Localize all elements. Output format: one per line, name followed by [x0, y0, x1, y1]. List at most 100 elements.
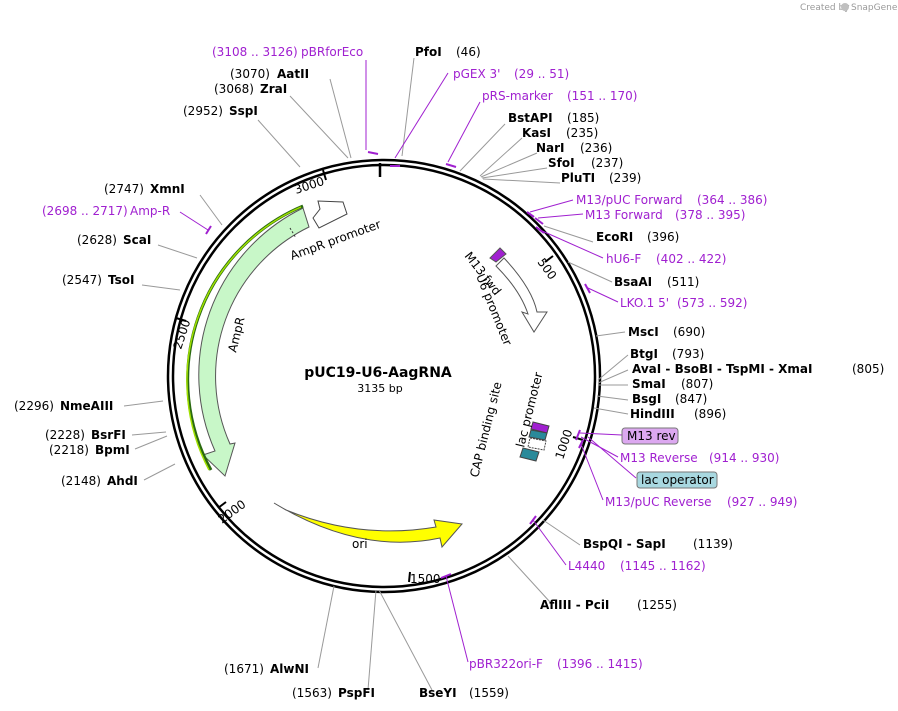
- primer-name: LKO.1 5': [620, 296, 669, 310]
- enzyme-position: (239): [609, 171, 641, 185]
- plasmid-name: pUC19-U6-AagRNA: [304, 365, 452, 381]
- lac-operator-box-bg: [636, 471, 718, 489]
- leader-lines: [123, 57, 637, 691]
- enzyme-position: (2228): [45, 428, 85, 442]
- enzyme-ecori[interactable]: EcoRI (396): [596, 230, 679, 244]
- enzyme-name: NarI: [536, 141, 565, 155]
- enzyme-sfoi[interactable]: SfoI (237): [548, 156, 623, 170]
- primer-name: Amp-R: [130, 204, 170, 218]
- enzyme-position: (807): [681, 377, 713, 391]
- feature-m13-rev-box[interactable]: M13 rev: [621, 427, 679, 445]
- primer-pbrforeco[interactable]: (3108 .. 3126) pBRforEco: [212, 45, 363, 59]
- primer-range: (1396 .. 1415): [557, 657, 643, 671]
- enzyme-kasi[interactable]: KasI (235): [522, 126, 598, 140]
- leader-bpmi: [134, 435, 168, 450]
- enzyme-position: (2747): [104, 182, 144, 196]
- primer-name: pBRforEco: [301, 45, 363, 59]
- enzyme-position: (896): [694, 407, 726, 421]
- enzyme-avai-group[interactable]: AvaI - BsoBI - TspMI - XmaI (805): [632, 362, 884, 376]
- enzyme-afliii-pcii[interactable]: AflIII - PciI (1255): [540, 598, 677, 612]
- leader-kasi: [479, 137, 523, 177]
- enzyme-pspfi[interactable]: (1563) PspFI: [292, 686, 375, 700]
- tick-3000: [322, 169, 327, 181]
- enzyme-xmni[interactable]: (2747) XmnI: [104, 182, 185, 196]
- enzyme-hindiii[interactable]: HindIII (896): [630, 407, 726, 421]
- ampr-arrow[interactable]: [198, 207, 310, 477]
- leader-hindiii: [593, 407, 629, 415]
- primer-m13-reverse[interactable]: M13 Reverse (914 .. 930): [620, 451, 779, 465]
- enzyme-zrai[interactable]: (3068) ZraI: [214, 82, 287, 96]
- enzyme-scai[interactable]: (2628) ScaI: [77, 233, 151, 247]
- enzyme-position: (2296): [14, 399, 54, 413]
- primer-range: (914 .. 930): [709, 451, 779, 465]
- ori-arrow[interactable]: [273, 502, 463, 549]
- lac-promoter-marker[interactable]: [527, 437, 547, 451]
- leader-tsoi: [141, 284, 181, 291]
- enzyme-nari[interactable]: NarI (236): [536, 141, 612, 155]
- enzyme-pfoi[interactable]: PfoI (46): [415, 45, 481, 59]
- enzyme-position: (3068): [214, 82, 254, 96]
- enzyme-position: (235): [566, 126, 598, 140]
- enzyme-msci[interactable]: MscI (690): [628, 325, 705, 339]
- leader-ecori: [543, 225, 594, 243]
- enzyme-tsoi[interactable]: (2547) TsoI: [62, 273, 134, 287]
- feature-lac-operator-box[interactable]: lac operator: [636, 471, 718, 489]
- enzyme-alwni[interactable]: (1671) AlwNI: [224, 662, 309, 676]
- tick-m13-puc-fwd: [526, 211, 535, 218]
- enzyme-bseyi[interactable]: BseYI (1559): [419, 686, 509, 700]
- enzyme-sspi[interactable]: (2952) SspI: [183, 104, 258, 118]
- leader-bstapi: [459, 123, 506, 172]
- lac-operator-marker[interactable]: [528, 429, 548, 441]
- primer-lko1[interactable]: LKO.1 5' (573 .. 592): [620, 296, 747, 310]
- cap-site-marker[interactable]: [519, 447, 540, 462]
- enzyme-name: AatII: [277, 67, 309, 81]
- leader-amp-r: [179, 211, 209, 231]
- leader-nmeaiii: [123, 400, 164, 407]
- primer-name: M13 Reverse: [620, 451, 698, 465]
- enzyme-bstapi[interactable]: BstAPI (185): [508, 111, 599, 125]
- enzyme-nmeaiii[interactable]: (2296) NmeAIII: [14, 399, 113, 413]
- enzyme-aatii[interactable]: (3070) AatII: [230, 67, 309, 81]
- primer-m13-puc-forward[interactable]: M13/pUC Forward (364 .. 386): [576, 193, 767, 207]
- tick-1500: [408, 571, 411, 583]
- enzyme-smai[interactable]: SmaI (807): [632, 377, 713, 391]
- ampr-promoter-arrow[interactable]: [312, 200, 348, 229]
- primer-name: M13/pUC Reverse: [605, 495, 712, 509]
- enzyme-bpmi[interactable]: (2218) BpmI: [49, 443, 130, 457]
- enzyme-position: (690): [673, 325, 705, 339]
- primer-amp-r[interactable]: (2698 .. 2717) Amp-R: [42, 204, 170, 218]
- enzyme-name: SfoI: [548, 156, 575, 170]
- enzyme-name: PluTI: [561, 171, 595, 185]
- lac-operator-box-label: lac operator: [641, 473, 714, 487]
- leader-m13-puc-fwd: [529, 199, 574, 213]
- primer-range: (364 .. 386): [697, 193, 767, 207]
- enzyme-pluti[interactable]: PluTI (239): [561, 171, 641, 185]
- enzyme-btgi[interactable]: BtgI (793): [630, 347, 704, 361]
- primer-m13-puc-reverse[interactable]: M13/pUC Reverse (927 .. 949): [605, 495, 797, 509]
- primer-prs-marker[interactable]: pRS-marker (151 .. 170): [482, 89, 637, 103]
- enzyme-bspqi-sapi[interactable]: BspQI - SapI (1139): [583, 537, 733, 551]
- m13-fwd-marker[interactable]: [489, 247, 507, 263]
- enzyme-name: EcoRI: [596, 230, 633, 244]
- leader-alwni: [317, 585, 335, 669]
- u6-promoter-arrow[interactable]: [495, 257, 548, 333]
- enzyme-ahdi[interactable]: (2148) AhdI: [61, 474, 138, 488]
- enzyme-bsgi[interactable]: BsgI (847): [632, 392, 707, 406]
- primer-l4440[interactable]: L4440 (1145 .. 1162): [568, 559, 706, 573]
- credit-brand: SnapGene: [851, 3, 898, 13]
- primer-pbr322ori-f[interactable]: pBR322ori-F (1396 .. 1415): [469, 657, 643, 671]
- primer-m13-forward[interactable]: M13 Forward (378 .. 395): [585, 208, 745, 222]
- enzyme-name: TsoI: [108, 273, 134, 287]
- ampr-label: AmpR: [225, 316, 247, 354]
- leader-nari: [480, 152, 538, 178]
- primer-name: M13/pUC Forward: [576, 193, 683, 207]
- leader-bspqi: [542, 519, 581, 546]
- enzyme-position: (1563): [292, 686, 332, 700]
- enzyme-position: (185): [567, 111, 599, 125]
- enzyme-bsaai[interactable]: BsaAI (511): [614, 275, 699, 289]
- primer-hu6-f[interactable]: hU6-F (402 .. 422): [606, 252, 726, 266]
- enzyme-position: (1559): [469, 686, 509, 700]
- enzyme-bsrfi[interactable]: (2228) BsrFI: [45, 428, 126, 442]
- tick-prs-marker: [445, 163, 457, 168]
- primer-pgex[interactable]: pGEX 3' (29 .. 51): [453, 67, 569, 81]
